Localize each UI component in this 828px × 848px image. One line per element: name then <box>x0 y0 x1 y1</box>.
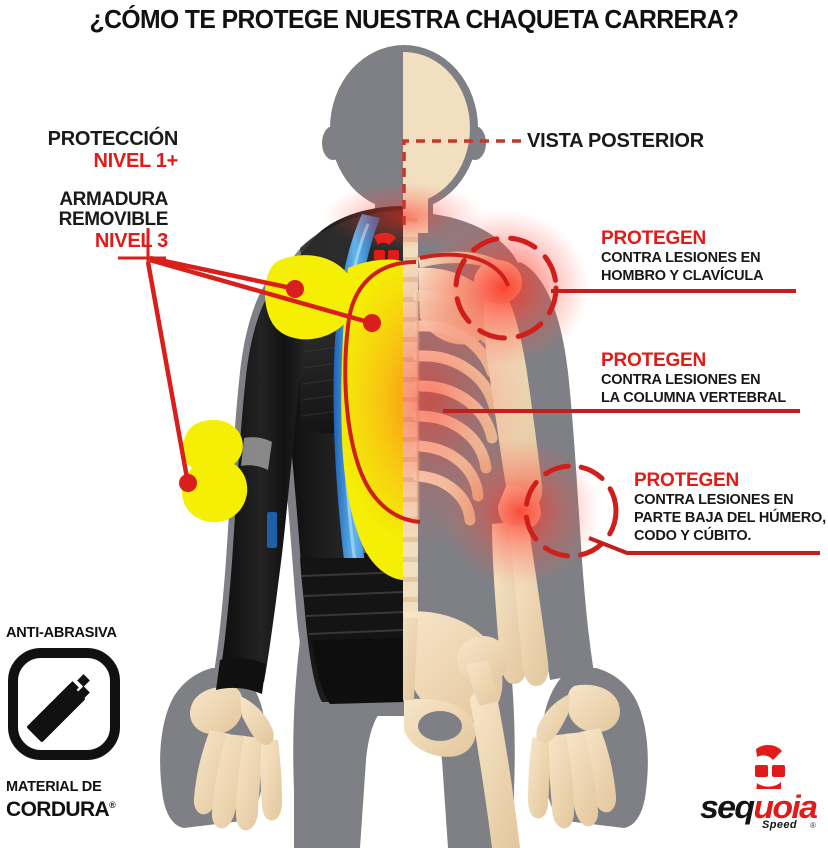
callout-codo-line3: CODO Y CÚBITO. <box>634 528 752 544</box>
label-armadura: ARMADURA REMOVIBLE NIVEL 3 <box>8 189 169 253</box>
armadura-nivel: NIVEL 3 <box>94 230 168 252</box>
proteccion-nivel: NIVEL 1+ <box>93 150 179 172</box>
badge-bottom-label: MATERIAL DE <box>6 779 102 795</box>
page-title: ¿CÓMO TE PROTEGE NUESTRA CHAQUETA CARRER… <box>89 4 739 34</box>
sequoia-wordmark: sequoia <box>700 789 818 826</box>
cordura-brand: CORDURA® <box>6 798 116 822</box>
callout-hombro-heading: PROTEGEN <box>601 228 707 249</box>
shoulder-armor-pad <box>264 255 356 340</box>
sequoia-registered: ® <box>810 821 816 830</box>
elbow-armor-pad <box>182 419 248 523</box>
callout-hombro-line1: CONTRA LESIONES EN <box>601 250 761 266</box>
callout-columna-line1: CONTRA LESIONES EN <box>601 372 761 388</box>
cordura-registered: ® <box>109 800 116 810</box>
sequoia-word-part1: seq <box>700 789 755 825</box>
proteccion-line1: PROTECCIÓN <box>47 128 179 150</box>
elbow-highlight-circle <box>523 463 619 559</box>
callout-hombro-clavicula: PROTEGEN CONTRA LESIONES EN HOMBRO Y CLA… <box>601 228 764 285</box>
abrasion-resistance-icon <box>8 648 120 760</box>
callout-columna-heading: PROTEGEN <box>601 350 707 371</box>
right-hand-bones <box>528 684 620 829</box>
shoulder-highlight-circle <box>453 235 559 341</box>
callout-codo-heading: PROTEGEN <box>634 470 740 491</box>
badge-top-label: ANTI-ABRASIVA <box>6 625 117 641</box>
spine-outline <box>419 252 510 287</box>
right-callout-rules <box>443 289 820 555</box>
callout-codo-line2: PARTE BAJA DEL HÚMERO, <box>634 510 826 526</box>
callout-humero-codo-cubito: PROTEGEN CONTRA LESIONES EN PARTE BAJA D… <box>634 470 826 545</box>
armadura-line1: ARMADURA <box>59 189 168 210</box>
label-proteccion: PROTECCIÓN NIVEL 1+ <box>8 128 179 173</box>
left-hand-bones <box>190 686 282 831</box>
sequoia-tagline: Speed <box>762 819 798 831</box>
callout-hombro-line2: HOMBRO Y CLAVÍCULA <box>601 268 764 284</box>
armadura-line2: REMOVIBLE <box>58 209 169 230</box>
sequoia-logo: sequoia Speed ® <box>700 745 822 837</box>
callout-codo-line1: CONTRA LESIONES EN <box>634 492 794 508</box>
callout-columna-line2: LA COLUMNA VERTEBRAL <box>601 390 787 406</box>
callout-columna-vertebral: PROTEGEN CONTRA LESIONES EN LA COLUMNA V… <box>601 350 786 407</box>
label-vista-posterior: VISTA POSTERIOR <box>527 130 705 152</box>
cordura-text: CORDURA <box>6 798 110 821</box>
left-leader-lines <box>118 228 381 492</box>
highlight-glows <box>324 182 600 586</box>
sequoia-word-part2: uoia <box>753 789 818 825</box>
vista-posterior-leader <box>402 139 521 230</box>
sequoia-circle-mark <box>755 745 785 789</box>
